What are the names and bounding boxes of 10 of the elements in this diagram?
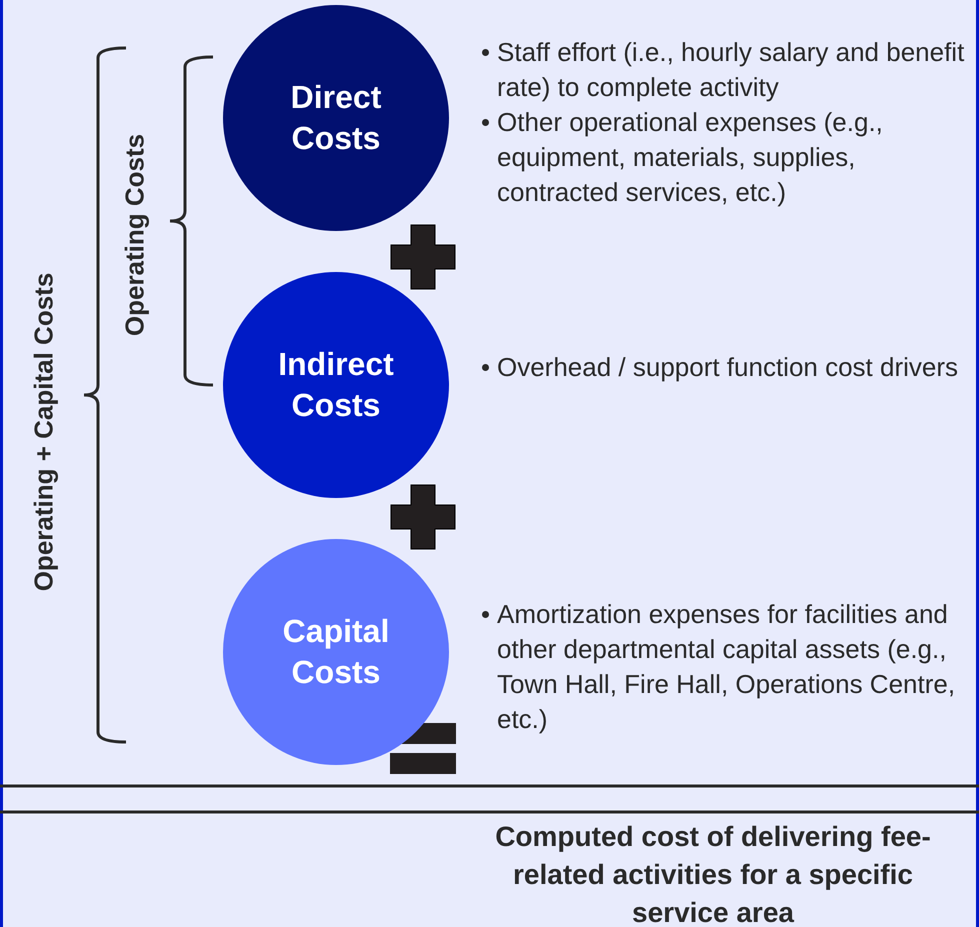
circle-label: Direct Costs bbox=[290, 78, 382, 158]
bullet-text: Other operational expenses (e.g., equipment, materials, supplies, contracted services, etc.) bbox=[497, 106, 884, 209]
circle-label: Capital Costs bbox=[282, 612, 390, 692]
bullet-text: Overhead / support function cost drivers bbox=[497, 351, 960, 384]
axis-label: Operating + Capital Costs bbox=[28, 272, 60, 592]
bullet-text: Staff effort (i.e., hourly salary and benefit rate) to complete activity bbox=[497, 36, 966, 104]
bullet-text: Amortization expenses for facilities and other departmental capital assets (e.g., Town Hall, Fire Hall, Operations Centre, etc.) bbox=[497, 598, 956, 736]
result-text: Computed cost of delivering fee-related activities for a specific service area bbox=[494, 820, 932, 927]
axis-label: Operating Costs bbox=[120, 134, 150, 336]
circle-label: Indirect Costs bbox=[277, 345, 395, 425]
